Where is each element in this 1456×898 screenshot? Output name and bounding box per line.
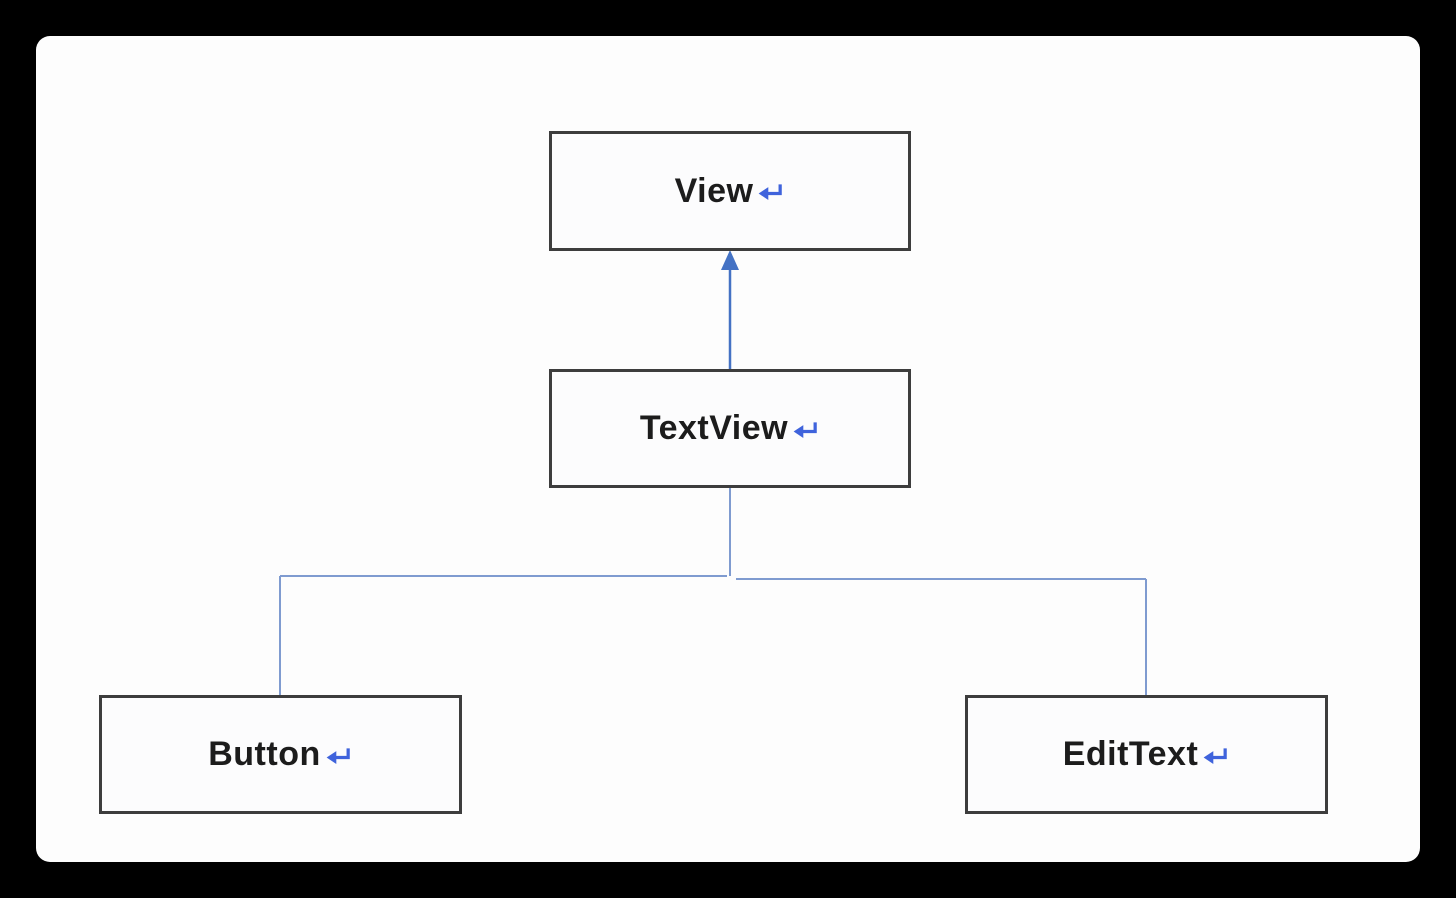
node-edittext: EditText (965, 695, 1328, 814)
node-edittext-label: EditText (1062, 735, 1199, 773)
diagram-panel: View TextView Button EditText (36, 36, 1420, 862)
node-textview: TextView (549, 369, 911, 488)
return-icon (1203, 747, 1228, 764)
return-icon (759, 184, 783, 200)
node-textview-label: TextView (639, 409, 789, 447)
edge-textview-to-view (721, 250, 739, 369)
return-icon (326, 747, 350, 764)
diagram-edges (279, 250, 1147, 695)
node-view: View (549, 131, 911, 251)
edge-textview-to-children (279, 488, 1147, 695)
node-button-label: Button (208, 735, 321, 773)
node-view-label: View (674, 171, 754, 210)
return-icon (793, 421, 817, 438)
node-button: Button (99, 695, 462, 814)
